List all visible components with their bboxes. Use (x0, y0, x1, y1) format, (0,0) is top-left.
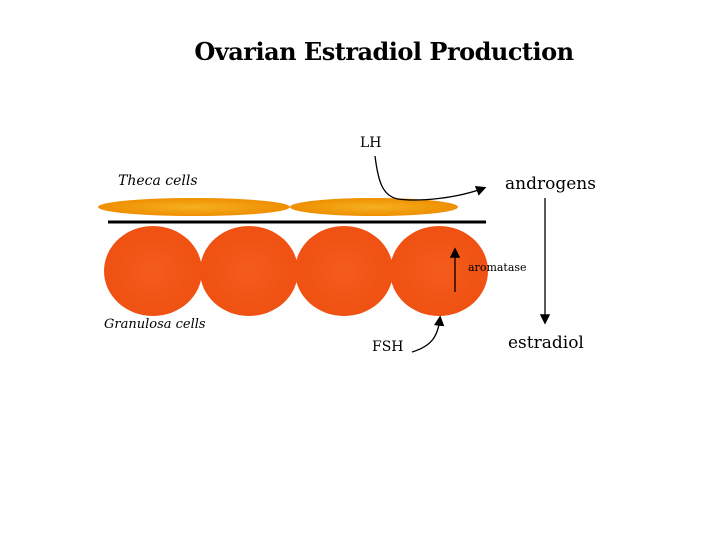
granulosa-cell (104, 226, 202, 316)
page-title: Ovarian Estradiol Production (194, 37, 574, 66)
fsh-label: FSH (372, 339, 404, 355)
androgens-label: androgens (505, 174, 596, 194)
lh-to-androgens-arrow (374, 155, 487, 201)
theca-cell (290, 198, 458, 216)
granulosa-cells-label: Granulosa cells (104, 317, 206, 332)
granulosa-cell (200, 226, 298, 316)
granulosa-cell (390, 226, 488, 316)
theca-cell (98, 198, 290, 216)
estradiol-label: estradiol (508, 333, 584, 353)
granulosa-cell (295, 226, 393, 316)
aromatase-label: aromatase (468, 261, 527, 274)
theca-cells-label: Theca cells (118, 173, 198, 189)
lh-label: LH (360, 135, 382, 151)
fsh-arrow (411, 315, 445, 353)
